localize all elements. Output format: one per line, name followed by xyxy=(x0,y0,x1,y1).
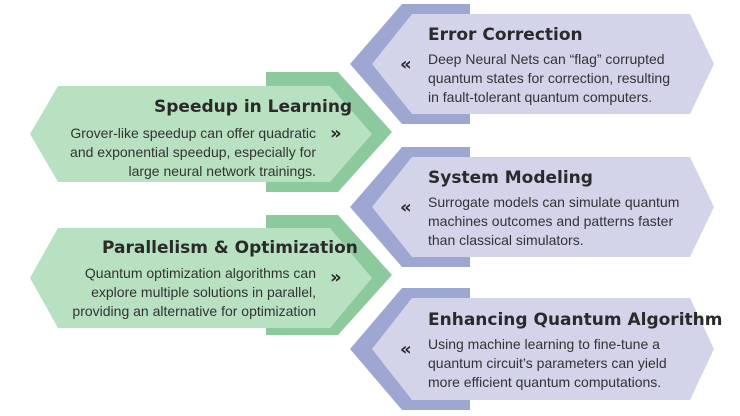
system-modeling-card xyxy=(372,157,714,257)
speedup-body: Grover-like speedup can offer quadratic … xyxy=(70,125,316,179)
error-correction-title: Error Correction xyxy=(428,25,583,45)
error-correction-card xyxy=(372,14,714,114)
left-arrow-icon: « xyxy=(400,339,412,360)
system-modeling-body: Surrogate models can simulate quantum ma… xyxy=(428,194,680,248)
speedup-card xyxy=(30,86,372,182)
left-arrow-icon: « xyxy=(400,54,412,75)
error-correction-body: Deep Neural Nets can “flag” corrupted qu… xyxy=(428,51,671,105)
parallelism-body: Quantum optimization algorithms can expl… xyxy=(72,265,316,319)
right-arrow-icon: » xyxy=(330,267,342,288)
enhancing-algorithm-card xyxy=(372,298,714,400)
left-arrow-icon: « xyxy=(400,197,412,218)
parallelism-card xyxy=(30,228,372,328)
right-arrow-icon: » xyxy=(330,123,342,144)
system-modeling-title: System Modeling xyxy=(428,168,593,188)
enhancing-algorithm-body: Using machine learning to fine-tune a qu… xyxy=(428,336,667,390)
enhancing-algorithm-title: Enhancing Quantum Algorithm xyxy=(428,310,723,330)
speedup-title: Speedup in Learning xyxy=(154,97,353,117)
parallelism-title: Parallelism & Optimization xyxy=(102,238,358,258)
